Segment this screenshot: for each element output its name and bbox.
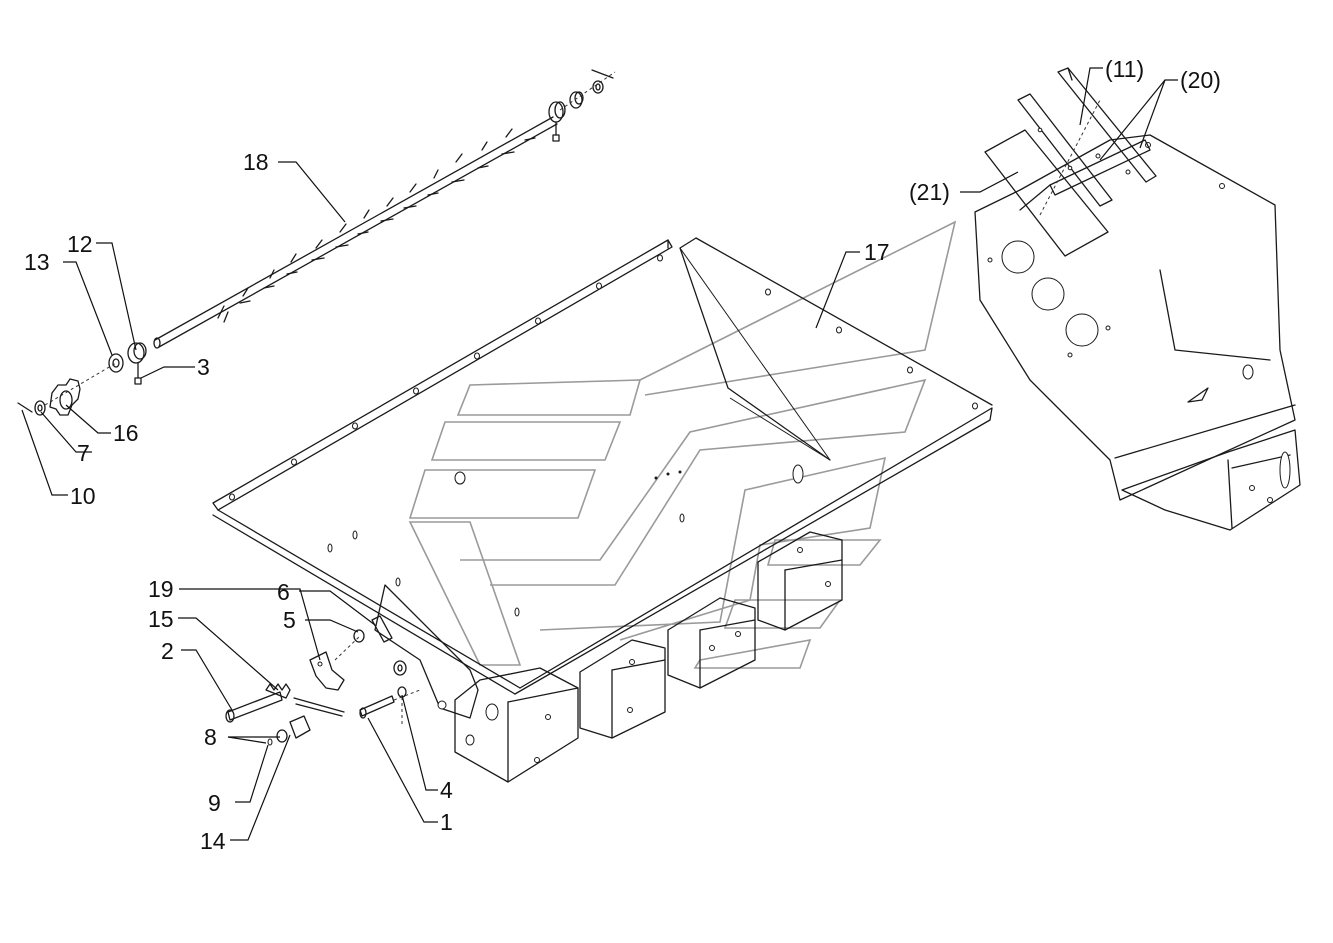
label-16: 16 [113, 420, 139, 446]
label-3: 3 [197, 354, 210, 380]
label-10: 10 [70, 483, 96, 509]
label-20: (20) [1180, 67, 1221, 93]
label-6: 6 [277, 579, 290, 605]
label-2: 2 [161, 638, 174, 664]
bracket-hardware [225, 584, 479, 746]
label-1: 1 [440, 809, 453, 835]
label-5: 5 [283, 607, 296, 633]
label-15: 15 [148, 606, 174, 632]
lower-boxes [454, 531, 843, 783]
drive-end-parts [17, 342, 147, 416]
label-12: 12 [67, 231, 93, 257]
label-17: 17 [864, 239, 890, 265]
shaft-end-bearings [548, 69, 616, 142]
side-assembly [974, 67, 1301, 531]
label-14: 14 [200, 828, 226, 854]
label-19: 19 [148, 576, 174, 602]
label-18: 18 [243, 149, 269, 175]
leader-lines [21, 67, 1178, 841]
label-7: 7 [77, 440, 90, 466]
callout-labels: 18 12 13 3 16 7 10 19 15 2 6 5 8 9 14 4 … [24, 56, 1221, 854]
tray-17 [212, 237, 993, 695]
watermark-logo [408, 220, 957, 669]
label-21: (21) [909, 179, 950, 205]
label-9: 9 [208, 790, 221, 816]
label-13: 13 [24, 249, 50, 275]
label-8: 8 [204, 724, 217, 750]
label-4: 4 [440, 777, 453, 803]
shaft-18 [153, 116, 558, 349]
label-11: (11) [1105, 56, 1144, 82]
